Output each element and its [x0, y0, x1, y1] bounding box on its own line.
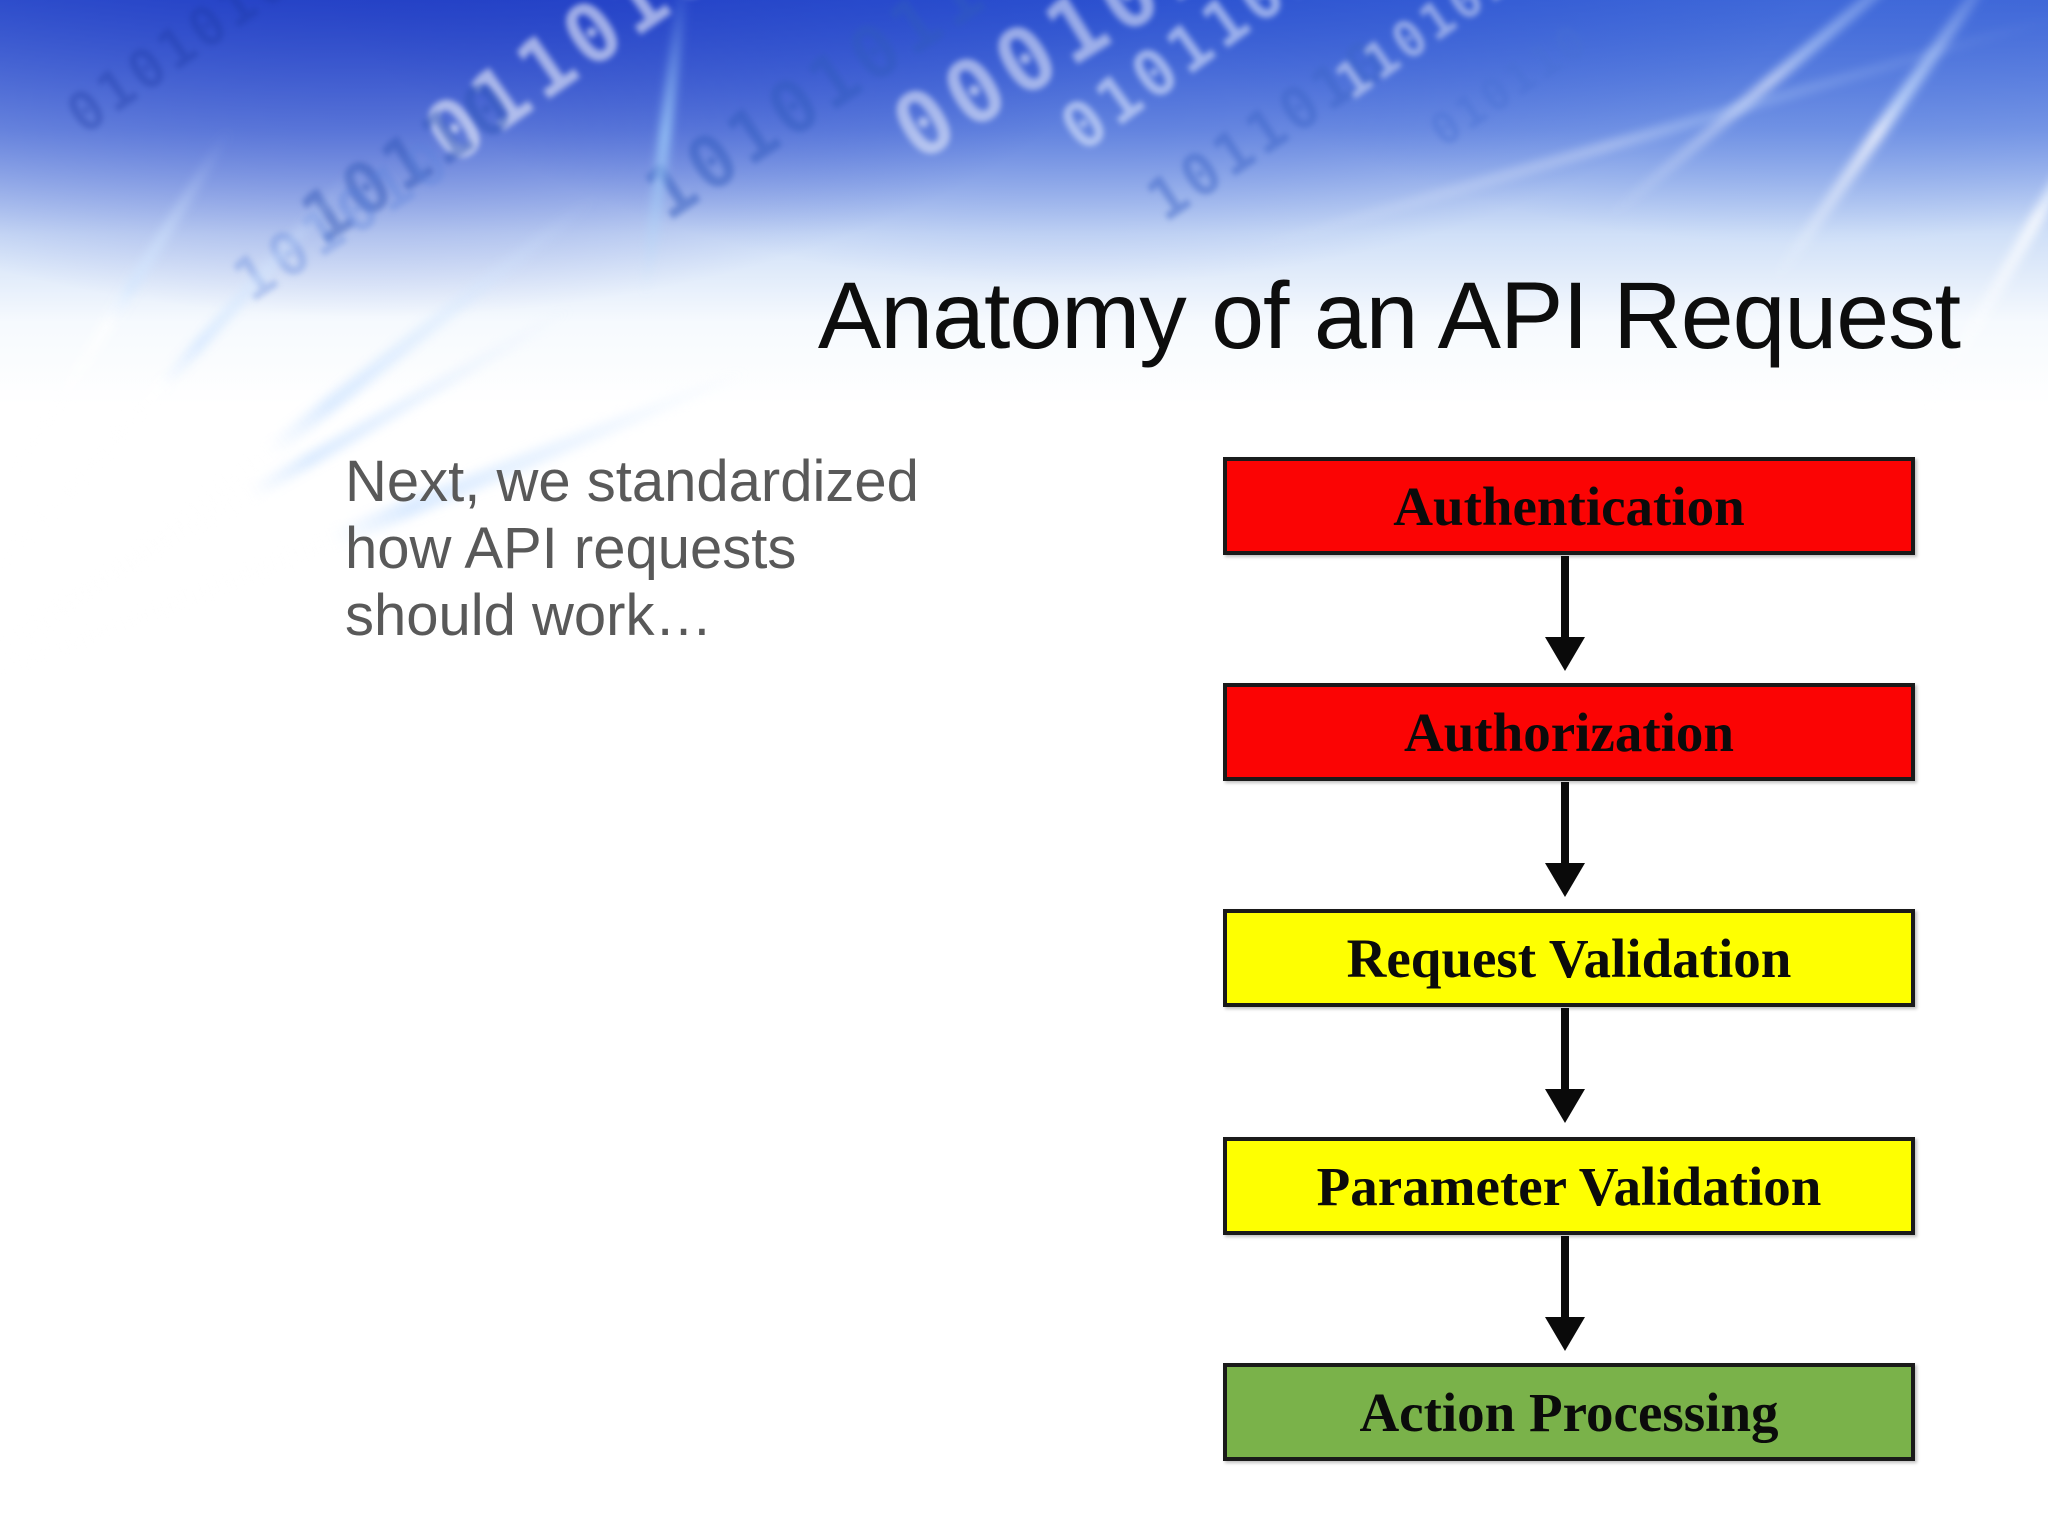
arrow-shaft: [1561, 1236, 1569, 1319]
flow-arrow-down-icon: [1545, 782, 1585, 897]
flow-step-request-validation: Request Validation: [1223, 909, 1915, 1007]
flow-arrow-down-icon: [1545, 1236, 1585, 1351]
arrow-head: [1545, 1089, 1585, 1123]
slide-body-text: Next, we standardized how API requests s…: [345, 448, 1065, 649]
arrow-shaft: [1561, 782, 1569, 865]
flow-step-label: Authentication: [1393, 475, 1745, 537]
flow-step-label: Request Validation: [1346, 927, 1792, 989]
flow-step-label: Authorization: [1404, 701, 1734, 763]
arrow-head: [1545, 1317, 1585, 1351]
arrow-head: [1545, 637, 1585, 671]
slide-title: Anatomy of an API Request: [817, 263, 1961, 369]
flow-step-parameter-validation: Parameter Validation: [1223, 1137, 1915, 1235]
flow-step-authorization: Authorization: [1223, 683, 1915, 781]
arrow-head: [1545, 863, 1585, 897]
flow-arrow-down-icon: [1545, 1008, 1585, 1123]
header-gradient-background: [0, 0, 2048, 520]
body-line-2: how API requests: [345, 516, 797, 581]
flow-arrow-down-icon: [1545, 556, 1585, 671]
arrow-shaft: [1561, 556, 1569, 639]
flow-step-action-processing: Action Processing: [1223, 1363, 1915, 1461]
flow-step-label: Parameter Validation: [1316, 1155, 1822, 1217]
arrow-shaft: [1561, 1008, 1569, 1091]
flow-step-authentication: Authentication: [1223, 457, 1915, 555]
flow-step-label: Action Processing: [1359, 1381, 1779, 1443]
body-line-1: Next, we standardized: [345, 449, 919, 514]
body-line-3: should work…: [345, 583, 713, 648]
